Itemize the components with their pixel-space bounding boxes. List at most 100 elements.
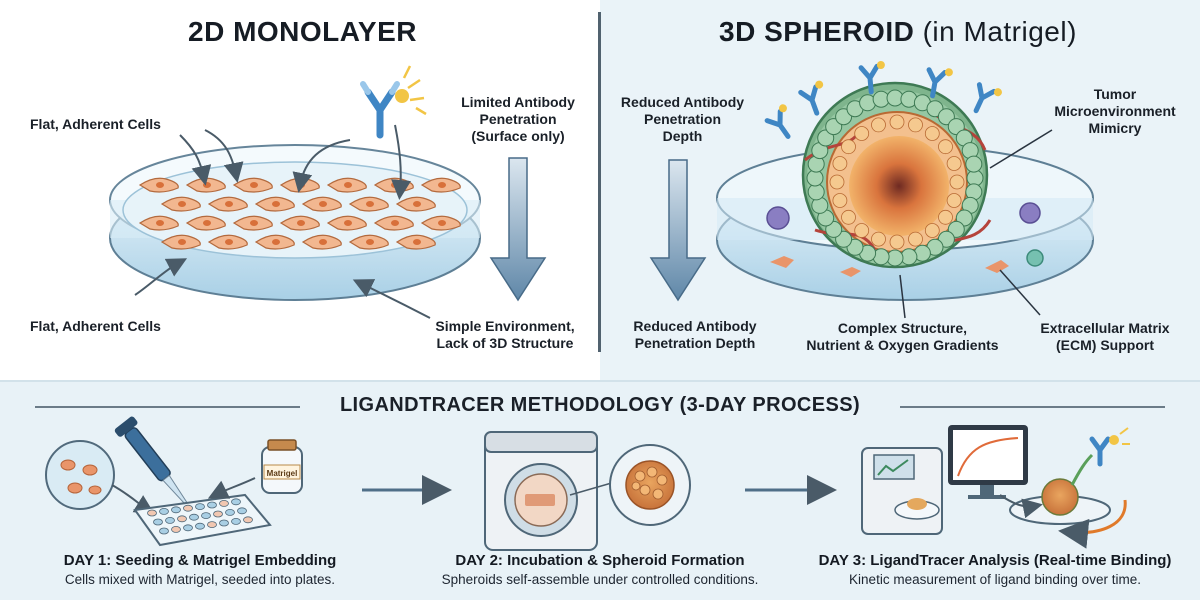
- label-line: Penetration: [643, 111, 721, 127]
- spheroid-cell: [871, 231, 886, 247]
- pointer-lines-3d: [899, 129, 1053, 319]
- label-limited-penetration: Limited Antibody Penetration (Surface on…: [458, 94, 578, 145]
- label-line: Penetration Depth: [634, 335, 756, 351]
- flat-cell: [207, 234, 248, 250]
- flat-cell: [395, 234, 436, 250]
- flat-cell: [373, 215, 414, 231]
- label-line: Reduced Antibody: [633, 318, 757, 334]
- plate-well: [195, 503, 205, 511]
- spheroid-cell: [889, 114, 905, 130]
- plate-well: [225, 509, 235, 516]
- methodology-title: LIGANDTRACER METHODOLOGY (3-DAY PROCESS): [339, 394, 861, 416]
- step-day3-title: DAY 3: LigandTracer Analysis (Real-time …: [818, 552, 1172, 569]
- flat-cell: [326, 215, 367, 231]
- day1-illustration: [45, 416, 303, 547]
- label-tumor-microenvironment: Tumor Microenvironment Mimicry: [1045, 86, 1185, 137]
- section-rule-right: [900, 406, 1165, 408]
- spheroid-cell: [908, 117, 923, 133]
- label-reduced-penetration-bottom: Reduced Antibody Penetration Depth: [615, 318, 775, 352]
- flat-cell: [138, 177, 179, 193]
- title-3d-main: 3D SPHEROID: [719, 16, 915, 47]
- title-3d-suffix: (in Matrigel): [922, 16, 1077, 47]
- label-line: Simple Environment,: [435, 318, 575, 334]
- spheroid-cell: [938, 139, 953, 155]
- label-line: Lack of 3D Structure: [436, 335, 574, 351]
- flat-cell: [348, 196, 389, 212]
- spheroid-cell: [946, 193, 962, 208]
- flat-cell: [232, 215, 273, 231]
- spheroid-cell: [832, 193, 848, 208]
- spheroid-cell: [965, 155, 983, 173]
- plate-well: [207, 501, 217, 509]
- pointer-arrows-2d: [134, 124, 431, 319]
- flat-cell: [160, 234, 201, 250]
- flat-cell: [420, 177, 461, 193]
- spheroid-cell: [841, 139, 856, 155]
- flat-cell: [160, 196, 201, 212]
- spheroid-cell: [871, 117, 886, 133]
- title-3d-spheroid: 3D SPHEROID (in Matrigel): [719, 16, 1077, 48]
- antibody-icon: [764, 104, 791, 139]
- plate-well: [159, 507, 169, 515]
- penetration-arrow-3d: [649, 159, 707, 302]
- plate-well: [201, 512, 211, 519]
- flat-cell: [279, 215, 320, 231]
- label-line: Tumor: [1093, 86, 1137, 102]
- spheroid-cell: [841, 209, 856, 225]
- plate-well: [171, 506, 181, 514]
- antibody-icon: [360, 65, 427, 139]
- plate-well: [207, 521, 217, 528]
- flat-cell: [254, 234, 295, 250]
- label-line: Extracellular Matrix: [1040, 320, 1170, 336]
- label-line: Microenvironment: [1054, 103, 1176, 119]
- label-line: Mimicry: [1088, 120, 1142, 136]
- step-day2-title: DAY 2: Incubation & Spheroid Formation: [455, 552, 745, 569]
- plate-well: [177, 515, 187, 523]
- spheroid-cell: [854, 126, 870, 141]
- flat-cell: [185, 215, 226, 231]
- flat-cell: [348, 234, 389, 250]
- plate-well: [237, 507, 247, 515]
- label-line: Depth: [662, 128, 703, 144]
- title-2d-monolayer: 2D MONOLAYER: [188, 16, 418, 47]
- antibody-cluster-3d: [764, 60, 1002, 139]
- antibody-icon: [798, 80, 824, 116]
- plate-well: [189, 513, 199, 521]
- spheroid-cell: [854, 223, 870, 238]
- flat-cell: [420, 215, 461, 231]
- spheroid-cell: [938, 209, 953, 225]
- label-ecm-support: Extracellular Matrix (ECM) Support: [1025, 320, 1185, 354]
- plate-well: [231, 518, 241, 525]
- label-line: Complex Structure,: [837, 320, 968, 336]
- spheroid-cell: [908, 231, 923, 247]
- label-line: Nutrient & Oxygen Gradients: [806, 337, 999, 353]
- flat-cell: [254, 196, 295, 212]
- step-day2-desc: Spheroids self-assemble under controlled…: [441, 572, 759, 587]
- step-day3-desc: Kinetic measurement of ligand binding ov…: [849, 572, 1141, 587]
- flat-cell: [207, 196, 248, 212]
- label-complex-structure: Complex Structure, Nutrient & Oxygen Gra…: [795, 320, 1010, 354]
- label-line: (ECM) Support: [1056, 337, 1154, 353]
- plate-well: [219, 499, 229, 507]
- spheroid-cell: [832, 156, 848, 171]
- flat-cell: [301, 234, 342, 250]
- spheroid-cell: [889, 234, 905, 250]
- plate-well: [153, 518, 163, 526]
- day3-illustration: [861, 425, 1130, 549]
- penetration-arrow-2d: [489, 157, 547, 302]
- section-rule-left: [35, 406, 300, 408]
- panel-methodology: [0, 380, 1200, 600]
- label-flat-cells-top: Flat, Adherent Cells: [30, 116, 161, 132]
- antibody-icon: [973, 82, 1002, 114]
- plate-well: [213, 510, 223, 518]
- spheroid-cell: [829, 174, 845, 190]
- plate-well: [165, 517, 175, 524]
- plate-well: [171, 526, 181, 533]
- flat-cell: [232, 177, 273, 193]
- label-line: (Surface only): [471, 128, 565, 144]
- panel-divider: [598, 12, 601, 352]
- spheroid-cell: [946, 156, 962, 171]
- plate-well: [231, 498, 241, 506]
